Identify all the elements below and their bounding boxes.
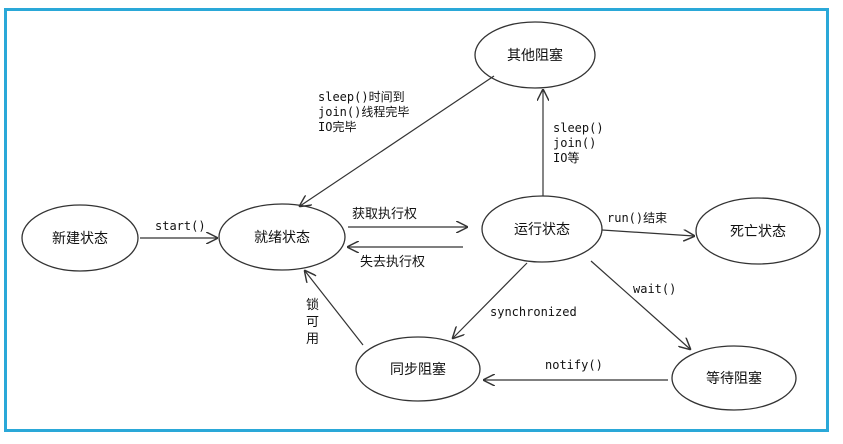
label-lock-2: 可 [306,315,319,330]
label-lose: 失去执行权 [360,254,425,270]
label-to-other-1: sleep() [553,121,604,135]
label-synchronized: synchronized [490,305,577,319]
edge-run-end [601,230,694,236]
node-new: 新建状态 [21,204,139,272]
node-dead: 死亡状态 [695,197,821,265]
node-other-blocked-label: 其他阻塞 [507,47,563,64]
edge-lock-available [305,271,364,346]
node-ready-label: 就绪状态 [254,230,310,246]
edge-wait [590,260,690,349]
label-from-other-1: sleep()时间到 [318,90,405,104]
label-wait: wait() [633,282,676,296]
edge-synchronized [453,262,528,338]
node-sync-blocked-label: 同步阻塞 [390,361,446,378]
node-running-label: 运行状态 [514,222,570,238]
node-wait-blocked-label: 等待阻塞 [706,370,762,387]
node-other-blocked: 其他阻塞 [474,21,596,89]
node-sync-blocked: 同步阻塞 [355,336,481,402]
label-acquire: 获取执行权 [352,206,417,222]
label-start: start() [155,219,206,233]
label-from-other-3: IO完毕 [318,119,356,134]
label-lock-1: 锁 [306,297,319,313]
node-dead-label: 死亡状态 [730,224,786,240]
node-new-label: 新建状态 [52,231,108,247]
label-to-other-2: join() [553,136,596,150]
node-ready: 就绪状态 [218,203,346,271]
label-from-other-2: join()线程完毕 [318,104,409,119]
label-notify: notify() [545,358,603,372]
label-lock-3: 用 [306,332,319,347]
edge-from-other [300,75,495,206]
node-running: 运行状态 [481,195,603,263]
node-wait-blocked: 等待阻塞 [671,345,797,411]
label-to-other-3: IO等 [553,151,579,165]
label-run-end: run()结束 [607,211,667,225]
